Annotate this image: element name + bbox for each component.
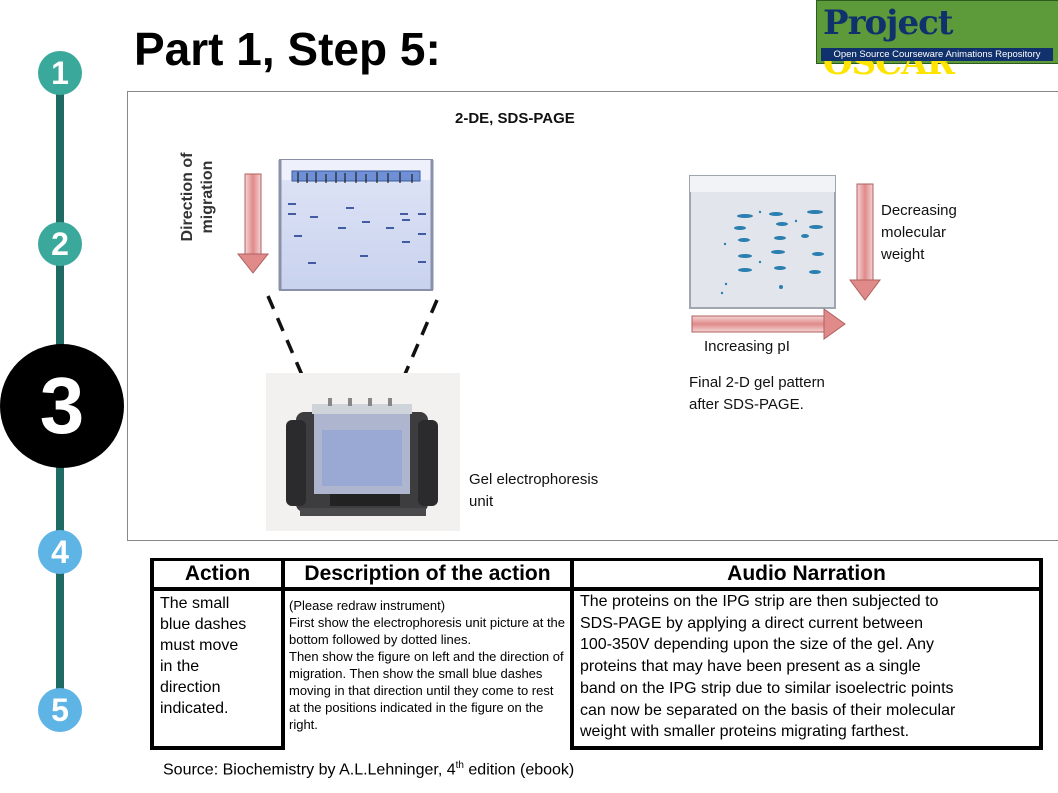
sds-gel-left (280, 160, 432, 290)
audio-cell: The proteins on the IPG strip are then s… (574, 591, 1039, 746)
source-citation: Source: Biochemistry by A.L.Lehninger, 4… (163, 760, 574, 779)
migration-arrow (238, 174, 268, 273)
action-cell: The small blue dashes must move in the d… (154, 591, 281, 746)
decreasing-mw-label: Decreasing molecular weight (881, 200, 957, 266)
header-audio: Audio Narration (574, 561, 1039, 587)
increasing-pi-label: Increasing pI (704, 336, 790, 358)
decreasing-mw-arrow (850, 184, 880, 300)
final-2d-gel (690, 176, 835, 308)
header-action: Action (154, 561, 281, 587)
storyboard-table: Action Description of the action Audio N… (150, 558, 1043, 750)
electrophoresis-unit-image (266, 373, 460, 531)
final-gel-caption: Final 2-D gel pattern after SDS-PAGE. (689, 372, 825, 416)
unit-caption: Gel electrophoresis unit (469, 469, 598, 513)
increasing-pi-arrow (692, 309, 845, 339)
header-description: Description of the action (285, 561, 570, 587)
